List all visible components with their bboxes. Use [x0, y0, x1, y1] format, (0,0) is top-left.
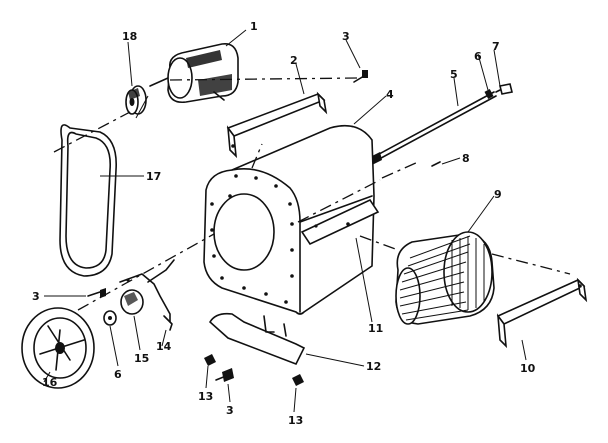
callout-key: 8: [462, 152, 470, 165]
callout-screw-left: 3: [32, 290, 40, 303]
blower-wheel: [395, 231, 495, 325]
housing-flange: [300, 198, 380, 246]
pulley-collar: [103, 310, 117, 326]
callout-shaft: 5: [450, 68, 458, 81]
shaft-end: [495, 83, 513, 95]
callout-bearing-bracket: 14: [156, 340, 172, 353]
callout-shaft-collar: 6: [474, 50, 482, 63]
callout-pulley-collar: 6: [114, 368, 122, 381]
shaft-collar: [484, 89, 494, 99]
callout-blower-housing: 4: [386, 88, 394, 101]
callout-motor-pulley: 18: [122, 30, 137, 43]
key: [431, 161, 441, 167]
callout-cutoff-plate: 10: [520, 362, 536, 375]
blower-housing: [203, 124, 375, 315]
callout-blower-wheel: 9: [494, 188, 502, 201]
cutoff-plate: [496, 277, 588, 349]
base-bracket: [208, 312, 306, 366]
shaft: [367, 91, 497, 166]
bearing-bracket: [119, 259, 175, 331]
callout-motor-mount-bracket: 2: [290, 54, 298, 67]
bearing: [120, 289, 144, 315]
screw-top: [353, 70, 368, 83]
callout-nut-right: 13: [288, 414, 303, 427]
motor-pulley: [125, 85, 147, 115]
nut-left: [204, 354, 216, 366]
callout-shaft-end: 7: [492, 40, 500, 53]
nut-right: [292, 374, 304, 386]
callout-housing-flange: 11: [368, 322, 383, 335]
callout-blower-pulley: 16: [42, 376, 58, 389]
motor-mount-bracket: [226, 91, 328, 159]
blower-pulley: [21, 307, 95, 389]
motor: [149, 42, 239, 104]
callout-belt: 17: [146, 170, 161, 183]
callout-nut-left: 13: [198, 390, 213, 403]
callout-motor: 1: [250, 20, 258, 33]
belt: [53, 111, 131, 277]
callout-base-bracket: 12: [366, 360, 381, 373]
screw-bottom: [215, 368, 234, 382]
callout-bearing: 15: [134, 352, 149, 365]
callout-screw-top: 3: [342, 30, 350, 43]
callout-screw-bottom: 3: [226, 404, 234, 417]
